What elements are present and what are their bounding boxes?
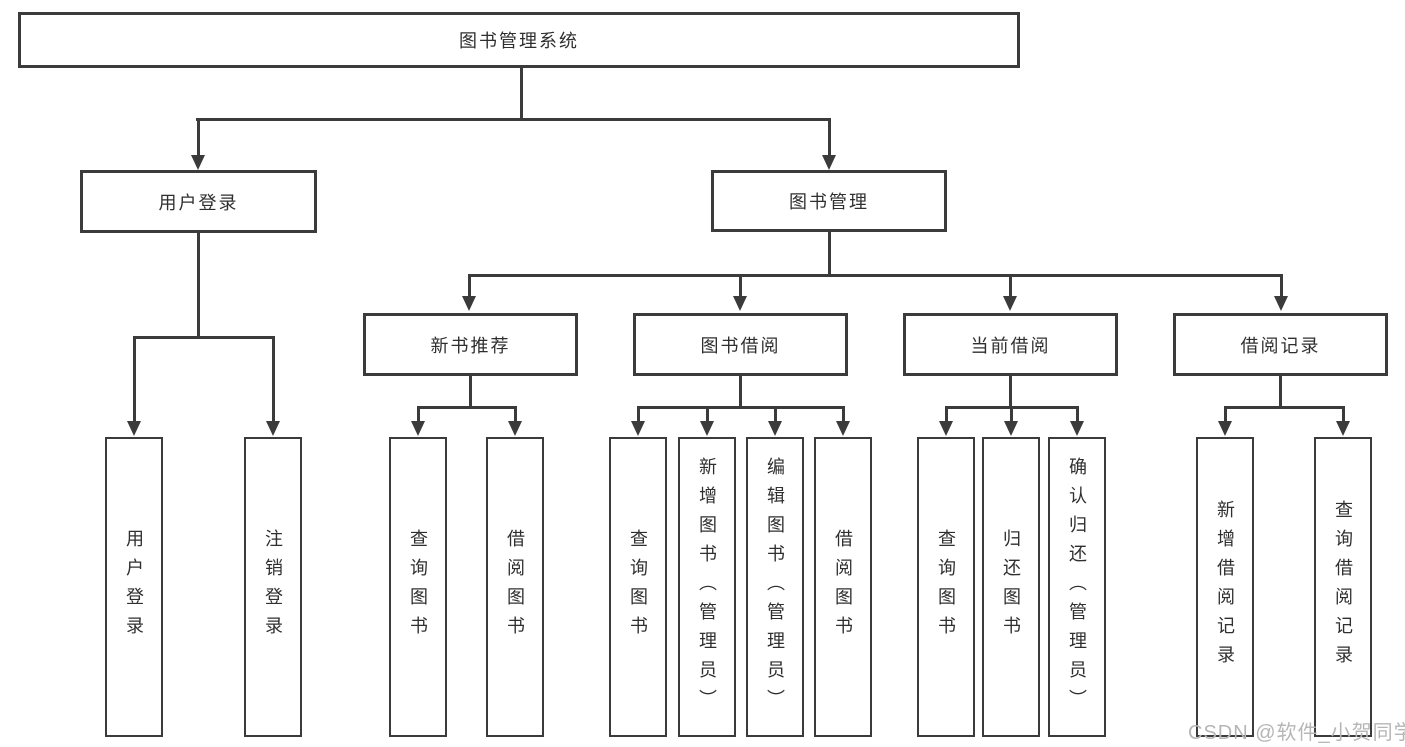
node-new-book-recommend: 新书推荐 — [363, 313, 578, 376]
connector-root-drop-left — [197, 118, 200, 156]
connector-mgmt-rail — [468, 274, 1282, 277]
arrowhead-current-confirm — [1070, 421, 1084, 436]
arrowhead-book-borrow — [733, 296, 747, 311]
node-current-borrow: 当前借阅 — [903, 313, 1118, 376]
connector-recommend-rail — [417, 406, 516, 409]
node-leaf-recommend-query-book: 查询图书 — [389, 437, 447, 737]
arrowhead-login-leaf — [127, 421, 141, 436]
connector-borrow-stem — [739, 376, 742, 406]
connector-recommend-drop-1 — [417, 406, 420, 422]
node-leaf-add-book-admin: 新增图书（管理员） — [678, 437, 736, 737]
node-leaf-return-book: 归还图书 — [982, 437, 1040, 737]
arrowhead-borrow-query — [631, 421, 645, 436]
node-label: 确认归还（管理员） — [1067, 456, 1087, 718]
node-leaf-query-borrow-record: 查询借阅记录 — [1314, 437, 1372, 737]
node-label: 查询图书 — [628, 529, 648, 645]
connector-login-stem — [197, 233, 200, 336]
connector-borrow-drop-3 — [774, 406, 777, 422]
arrowhead-user-login — [191, 155, 205, 170]
arrowhead-logout-leaf — [266, 421, 280, 436]
connector-root-rail — [196, 118, 831, 121]
node-label: 新增借阅记录 — [1215, 500, 1235, 674]
node-leaf-edit-book-admin: 编辑图书（管理员） — [746, 437, 804, 737]
connector-root-drop-right — [828, 118, 831, 156]
node-label: 查询图书 — [408, 529, 428, 645]
node-label: 归还图书 — [1001, 529, 1021, 645]
node-user-login: 用户登录 — [80, 170, 317, 233]
arrowhead-current-return — [1004, 421, 1018, 436]
node-leaf-user-login: 用户登录 — [105, 437, 163, 737]
arrowhead-recommend-query — [411, 421, 425, 436]
arrowhead-borrow-record — [1274, 296, 1288, 311]
connector-borrow-rail — [637, 406, 844, 409]
node-label: 查询借阅记录 — [1333, 500, 1353, 674]
connector-login-drop-2 — [272, 336, 275, 421]
connector-current-drop-3 — [1076, 406, 1079, 422]
node-label: 新增图书（管理员） — [697, 456, 717, 718]
node-book-management: 图书管理 — [711, 170, 947, 232]
node-borrow-record: 借阅记录 — [1173, 313, 1388, 376]
node-label: 借阅图书 — [833, 529, 853, 645]
connector-login-drop-1 — [133, 336, 136, 421]
connector-record-stem — [1279, 376, 1282, 406]
arrowhead-borrow-borrow — [836, 421, 850, 436]
node-label: 查询图书 — [936, 529, 956, 645]
connector-borrow-drop-4 — [842, 406, 845, 422]
connector-record-drop-1 — [1224, 406, 1227, 422]
connector-record-drop-2 — [1342, 406, 1345, 422]
arrowhead-book-management — [822, 155, 836, 170]
arrowhead-recommend-borrow — [508, 421, 522, 436]
arrowhead-record-query — [1336, 421, 1350, 436]
connector-mgmt-drop-3 — [1009, 274, 1012, 297]
connector-mgmt-drop-1 — [468, 274, 471, 297]
arrowhead-borrow-edit — [768, 421, 782, 436]
connector-root-stem — [520, 68, 523, 118]
connector-mgmt-stem — [828, 232, 831, 274]
connector-current-stem — [1009, 376, 1012, 406]
arrowhead-current-borrow — [1003, 296, 1017, 311]
node-leaf-logout: 注销登录 — [244, 437, 302, 737]
node-leaf-borrow-book: 借阅图书 — [814, 437, 872, 737]
arrowhead-current-query — [939, 421, 953, 436]
node-label: 用户登录 — [124, 529, 144, 645]
node-leaf-recommend-borrow-book: 借阅图书 — [486, 437, 544, 737]
arrowhead-new-book — [462, 296, 476, 311]
node-label: 借阅图书 — [505, 529, 525, 645]
connector-recommend-stem — [469, 376, 472, 406]
node-book-borrow: 图书借阅 — [633, 313, 848, 376]
connector-mgmt-drop-4 — [1280, 274, 1283, 297]
node-library-system: 图书管理系统 — [18, 12, 1020, 68]
connector-current-drop-2 — [1010, 406, 1013, 422]
connector-borrow-drop-2 — [706, 406, 709, 422]
watermark: CSDN @软件_小贺同学 — [1188, 722, 1405, 744]
node-leaf-confirm-return-admin: 确认归还（管理员） — [1048, 437, 1106, 737]
connector-record-rail — [1224, 406, 1344, 409]
connector-recommend-drop-2 — [514, 406, 517, 422]
node-label: 注销登录 — [263, 529, 283, 645]
arrowhead-borrow-add — [700, 421, 714, 436]
node-leaf-add-borrow-record: 新增借阅记录 — [1196, 437, 1254, 737]
node-label: 编辑图书（管理员） — [765, 456, 785, 718]
node-leaf-borrow-query-book: 查询图书 — [609, 437, 667, 737]
connector-login-rail — [133, 336, 274, 339]
connector-borrow-drop-1 — [637, 406, 640, 422]
arrowhead-record-add — [1218, 421, 1232, 436]
node-leaf-current-query-book: 查询图书 — [917, 437, 975, 737]
connector-current-drop-1 — [945, 406, 948, 422]
connector-mgmt-drop-2 — [739, 274, 742, 297]
